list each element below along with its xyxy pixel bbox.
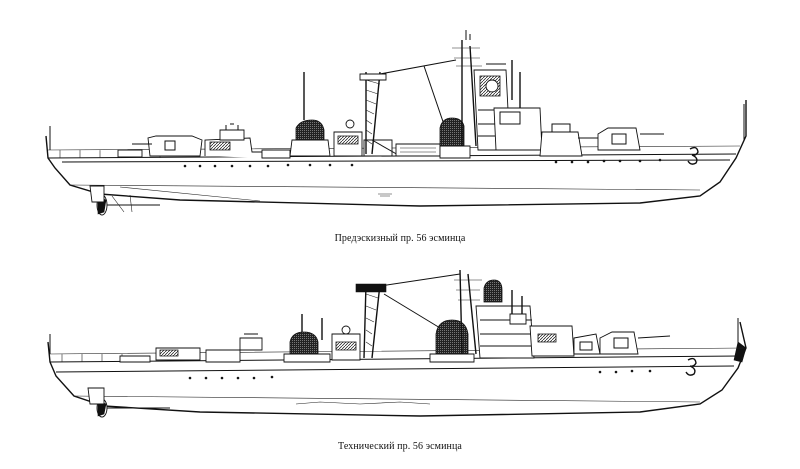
forward-gun-turret xyxy=(573,333,601,355)
portholes xyxy=(188,369,652,380)
forward-gun-turret xyxy=(539,123,600,157)
ship-profile-technical xyxy=(47,269,747,418)
hull xyxy=(47,321,747,417)
forward-mast-and-bridge xyxy=(452,30,543,151)
propeller xyxy=(87,387,170,418)
propeller xyxy=(89,185,160,216)
aft-gun-turret xyxy=(117,135,203,158)
forward-funnel xyxy=(439,117,471,159)
forward-mast-and-bridge xyxy=(454,269,575,359)
forward-funnel xyxy=(429,319,475,363)
figure-caption-technical: Технический пр. 56 эсминца xyxy=(338,441,462,452)
jack-staff xyxy=(49,104,745,150)
portholes xyxy=(183,158,662,168)
ship-profile-preliminary xyxy=(45,30,747,216)
bow-gun-turret xyxy=(597,127,664,151)
hull-number-marking xyxy=(687,146,699,165)
aft-superstructure xyxy=(119,333,263,363)
jack-staff xyxy=(49,318,739,354)
hull-number-marking xyxy=(685,357,697,376)
midship-structures xyxy=(333,119,393,157)
aft-funnel xyxy=(283,314,331,363)
hull xyxy=(45,100,747,207)
aft-funnel xyxy=(289,72,331,157)
figure-caption-preliminary: Предэскизный пр. 56 эсминца xyxy=(334,233,466,244)
torpedo-tubes xyxy=(395,143,441,157)
midship-structures xyxy=(331,325,361,361)
deck-railing xyxy=(49,347,745,362)
aft-superstructure xyxy=(204,123,291,159)
bow-gun-turret xyxy=(599,331,671,355)
